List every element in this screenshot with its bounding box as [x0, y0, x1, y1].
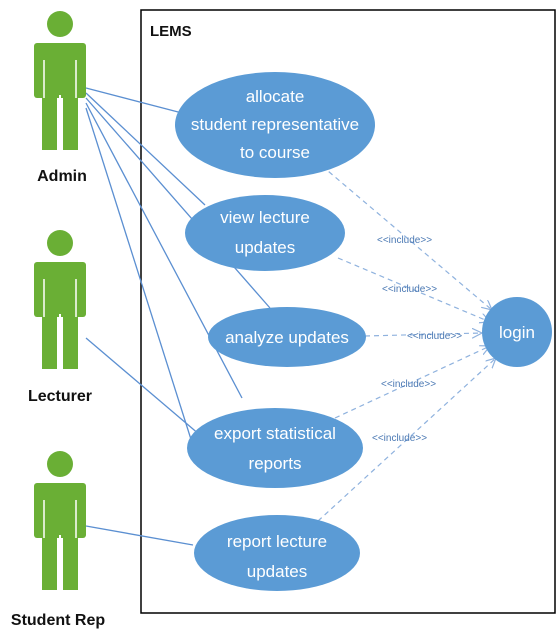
actor-lecturer-torso: [34, 262, 86, 317]
actor-student-rep-head: [47, 451, 73, 477]
actor-admin: Admin: [34, 11, 87, 185]
include-label-view-2: <<include>>: [382, 284, 437, 295]
system-title: LEMS: [150, 23, 192, 40]
actor-student-rep-torso: [34, 483, 86, 538]
actor-admin-torso: [34, 43, 86, 98]
use-case-allocate: allocate student representative to cours…: [175, 72, 375, 178]
include-view-login: [337, 257, 490, 322]
actor-lecturer-right-leg: [63, 314, 78, 369]
actor-admin-left-leg: [42, 95, 57, 150]
actor-lecturer-head: [47, 230, 73, 256]
actor-lecturer-label: Lecturer: [28, 388, 92, 405]
use-case-analyze-updates: analyze updates: [208, 307, 366, 367]
use-case-export-statistical-reports: export statistical reports: [187, 408, 363, 488]
actor-student-rep-right-leg: [63, 535, 78, 590]
use-case-view-lecture-updates: view lecture updates: [185, 195, 345, 271]
assoc-admin-view: [85, 92, 206, 206]
use-case-export-line-2: reports: [249, 454, 302, 473]
actor-admin-head: [47, 11, 73, 37]
assoc-lecturer-export: [85, 337, 201, 436]
use-case-allocate-line-2: student representative: [191, 115, 359, 134]
include-label-report: <<include>>: [372, 433, 427, 444]
include-label-export: <<include>>: [381, 379, 436, 390]
use-case-analyze-line-1: analyze updates: [225, 328, 349, 347]
system-boundary: [140, 9, 556, 614]
use-case-allocate-line-3: to course: [240, 143, 310, 162]
include-allocate-login: [314, 159, 492, 310]
assoc-admin-allocate: [85, 87, 183, 114]
actor-lecturer: Lecturer: [28, 230, 92, 405]
include-export-login: [334, 346, 490, 419]
use-case-login: login: [482, 297, 552, 367]
use-case-report-line-2: updates: [247, 562, 308, 581]
actor-student-rep: Student Rep: [11, 451, 105, 629]
use-case-report-lecture-updates: report lecture updates: [194, 515, 360, 591]
include-label-view: <<include>>: [377, 235, 432, 246]
use-case-allocate-line-1: allocate: [246, 87, 305, 106]
include-report-login: [317, 358, 496, 522]
use-case-login-label: login: [499, 323, 535, 342]
use-case-view-line-1: view lecture: [220, 208, 310, 227]
use-case-view-line-2: updates: [235, 238, 296, 257]
assoc-admin-report-unused: [85, 107, 196, 453]
assoc-admin-analyze: [85, 97, 271, 309]
include-lines: <<include>> <<include>> <<include>> <<in…: [314, 159, 496, 522]
include-analyze-login: [364, 333, 482, 336]
actor-student-rep-left-leg: [42, 535, 57, 590]
assoc-studentrep-report: [85, 525, 194, 546]
actor-lecturer-left-leg: [42, 314, 57, 369]
include-label-analyze: <<include>>: [407, 331, 462, 342]
use-case-report-line-1: report lecture: [227, 532, 327, 551]
use-case-export-line-1: export statistical: [214, 424, 336, 443]
actor-student-rep-label: Student Rep: [11, 612, 105, 629]
actor-admin-label: Admin: [37, 168, 87, 185]
actor-admin-right-leg: [63, 95, 78, 150]
